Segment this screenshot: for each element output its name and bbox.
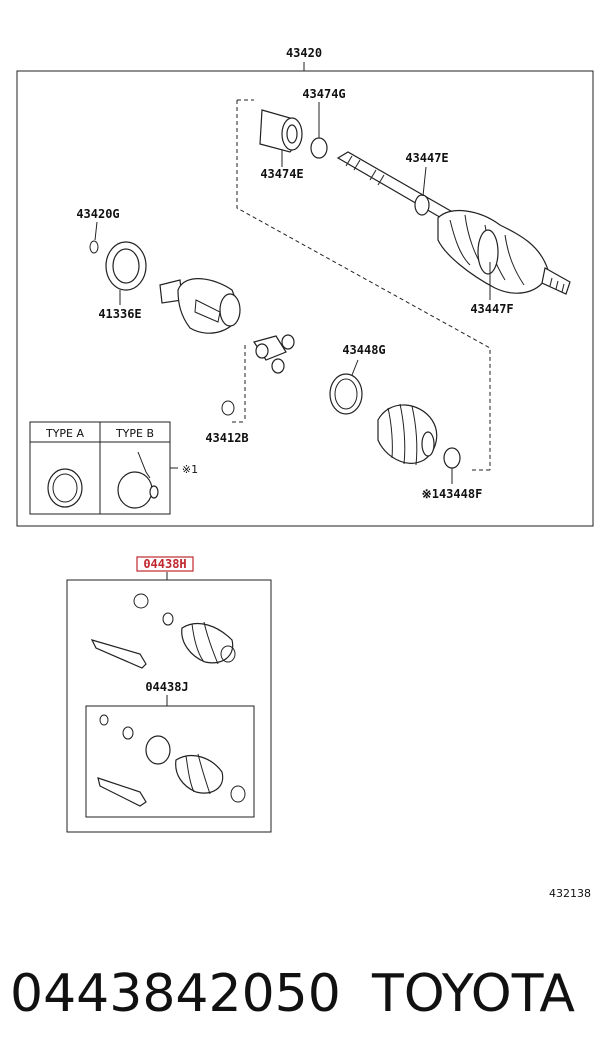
- snap-ring-part: [89, 240, 99, 254]
- type-b-label: TYPE B: [115, 427, 154, 440]
- part-number: 0443842050: [10, 964, 341, 1024]
- label-43474g: 43474G: [302, 87, 345, 101]
- label-41336e: 41336E: [98, 307, 141, 321]
- dashed-outline: [236, 100, 491, 470]
- label-04438h: 04438H: [143, 557, 186, 571]
- label-43420g: 43420G: [76, 207, 119, 221]
- label-43447e: 43447E: [405, 151, 448, 165]
- damper-part: [259, 109, 303, 153]
- type-a-label: TYPE A: [45, 427, 85, 440]
- inboard-snap-ring-part: [221, 400, 235, 416]
- assembly-label-43420: 43420: [286, 46, 322, 60]
- type-legend-box: TYPE A TYPE B ※1: [29, 421, 198, 515]
- label-43474e: 43474E: [260, 167, 303, 181]
- small-clamp-part: [443, 447, 461, 469]
- kit-parts-upper: [90, 593, 236, 669]
- inboard-boot: [377, 403, 438, 466]
- tripod-joint: [253, 334, 295, 374]
- kit-parts-lower: [97, 714, 246, 807]
- sub-kit-frame: [85, 705, 255, 818]
- type-note-mark: ※1: [182, 463, 198, 476]
- kit-label-highlight: [136, 556, 194, 572]
- label-43448f: ※143448F: [422, 487, 483, 501]
- label-04438j: 04438J: [145, 680, 188, 694]
- figure-id: 432138: [549, 887, 591, 900]
- outboard-joint: [437, 210, 571, 295]
- main-assembly-frame: [16, 70, 594, 527]
- kit-frame: [66, 579, 272, 833]
- clamp-part: [310, 137, 328, 159]
- parts-diagram: 43420 43474E 43474G 43447E 43: [16, 46, 594, 900]
- drive-shaft: [336, 151, 471, 231]
- inboard-joint-housing: [159, 278, 241, 334]
- label-43412b: 43412B: [205, 431, 248, 445]
- label-43448g: 43448G: [342, 343, 385, 357]
- brand-name: TOYOTA: [372, 964, 575, 1024]
- label-43447f: 43447F: [470, 302, 513, 316]
